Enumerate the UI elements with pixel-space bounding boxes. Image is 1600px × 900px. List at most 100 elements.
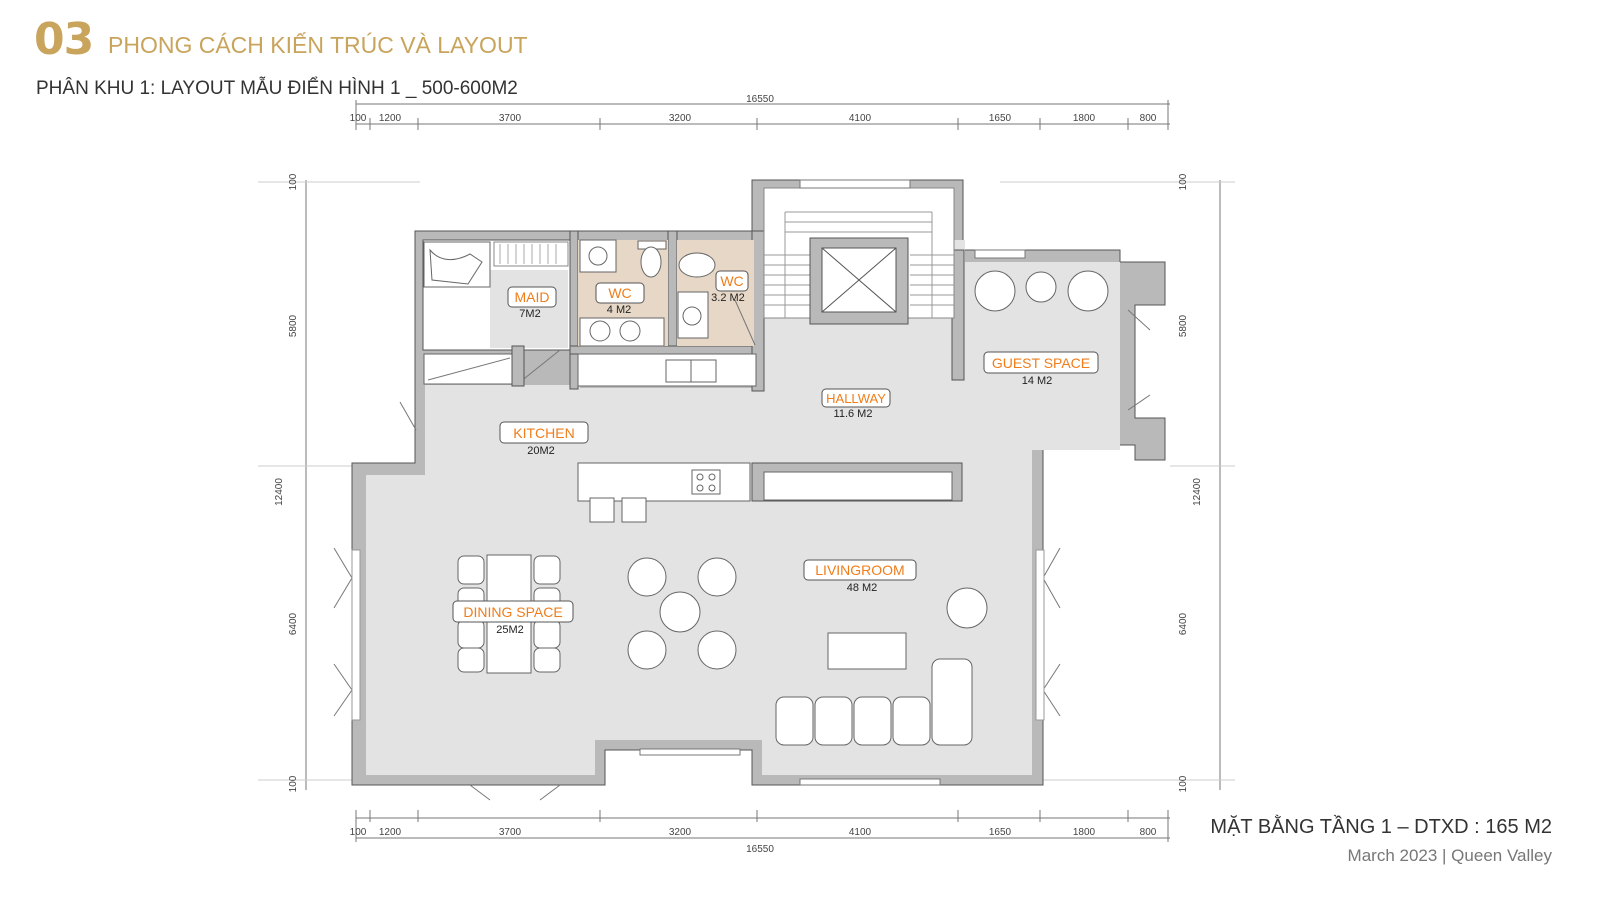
basin-icon <box>588 246 608 266</box>
coffee-table-icon <box>659 591 701 633</box>
lounge-chair-icon <box>627 630 667 670</box>
wc2-door-icon <box>734 299 756 346</box>
sofa-seat-icon <box>775 696 814 746</box>
maid-door-icon <box>519 349 561 383</box>
room-label-kitchen: KITCHEN 20M2 <box>499 421 589 457</box>
bottom-dimensions: 100 1200 3700 3200 4100 1650 1800 800 16… <box>350 810 1170 855</box>
right-dim-4: 6400 <box>1178 612 1189 635</box>
left-dim-4: 6400 <box>288 612 299 635</box>
kitchen-area: 20M2 <box>527 445 555 457</box>
section-title: PHONG CÁCH KIẾN TRÚC VÀ LAYOUT <box>108 32 528 58</box>
chair-icon <box>457 619 485 649</box>
armchair-icon <box>1067 270 1109 312</box>
side-window <box>1035 549 1045 721</box>
toilet-icon <box>640 246 662 278</box>
room-label-living: LIVINGROOM 48 M2 <box>803 559 917 594</box>
bottom-dim-4: 3200 <box>669 827 692 838</box>
top-dim-5: 4100 <box>849 113 872 124</box>
lounge-chair-icon <box>697 557 737 597</box>
sofa-chaise-icon <box>931 658 973 746</box>
living-area: 48 M2 <box>847 582 878 594</box>
bottom-total-dim: 16550 <box>746 844 774 855</box>
top-dim-2: 1200 <box>379 113 402 124</box>
room-label-hallway: HALLWAY 11.6 M2 <box>821 388 891 420</box>
coffee-table <box>827 632 907 670</box>
top-dim-4: 3200 <box>669 113 692 124</box>
rear-window <box>639 748 741 756</box>
wc2-label: WC <box>720 273 743 289</box>
bar-stool-icon <box>589 497 615 523</box>
top-total-dim: 16550 <box>746 94 774 105</box>
cooktop-icon <box>691 469 721 495</box>
side-table-icon <box>1025 271 1057 303</box>
side-window <box>351 549 361 721</box>
kitchen-island <box>577 462 751 502</box>
door-swing-icon <box>427 357 511 381</box>
maid-floor <box>490 270 568 348</box>
maid-area: 7M2 <box>519 308 540 320</box>
kitchen-label: KITCHEN <box>513 425 574 441</box>
wall-wc-bottom <box>569 345 761 355</box>
room-label-wc1: WC 4 M2 <box>595 282 645 316</box>
bottom-dim-5: 4100 <box>849 827 872 838</box>
sofa-seat-icon <box>814 696 853 746</box>
top-dim-6: 1650 <box>989 113 1012 124</box>
armchair-icon <box>946 587 988 629</box>
top-dim-3: 3700 <box>499 113 522 124</box>
right-dim-5: 100 <box>1178 775 1189 792</box>
bottom-dim-1: 100 <box>350 827 367 838</box>
dryer-icon <box>619 320 641 342</box>
guest-label: GUEST SPACE <box>992 355 1090 371</box>
left-dim-1: 100 <box>288 173 299 190</box>
dining-label: DINING SPACE <box>463 604 562 620</box>
maid-label: MAID <box>515 289 550 305</box>
sofa-seat-icon <box>892 696 931 746</box>
bottom-dim-3: 3700 <box>499 827 522 838</box>
sofa <box>775 658 973 746</box>
chair-icon <box>457 555 485 585</box>
basin-icon <box>682 306 702 326</box>
stair-treads-icon <box>764 211 954 318</box>
sofa-seat-icon <box>853 696 892 746</box>
hallway-label: HALLWAY <box>826 391 886 406</box>
bar-stool-icon <box>621 497 647 523</box>
chair-icon <box>533 555 561 585</box>
room-label-dining: DINING SPACE 25M2 <box>452 600 574 636</box>
rear-window <box>799 778 941 786</box>
maid-wardrobe <box>493 241 569 267</box>
dining-area: 25M2 <box>496 624 524 636</box>
left-dim-5: 100 <box>288 775 299 792</box>
wc2-area: 3.2 M2 <box>711 292 745 304</box>
stair-window <box>799 179 911 189</box>
room-label-wc2: WC 3.2 M2 <box>711 270 749 304</box>
plan-date: March 2023 | Queen Valley <box>1347 846 1552 865</box>
chair-icon <box>533 619 561 649</box>
lounge-chair-icon <box>697 630 737 670</box>
armchair-icon <box>974 270 1016 312</box>
wall-wc-wc <box>667 230 678 352</box>
wc1-label: WC <box>608 285 631 301</box>
top-dim-8: 800 <box>1140 113 1157 124</box>
layout-subtitle: PHÂN KHU 1: LAYOUT MẪU ĐIỂN HÌNH 1 _ 500… <box>36 78 518 99</box>
bottom-dim-7: 1800 <box>1073 827 1096 838</box>
room-label-guest: GUEST SPACE 14 M2 <box>983 351 1099 387</box>
hallway-area: 11.6 M2 <box>834 408 873 420</box>
right-dim-3: 12400 <box>1192 478 1203 506</box>
lounge-chair-icon <box>627 557 667 597</box>
room-label-maid: MAID 7M2 <box>507 286 557 320</box>
top-dim-7: 1800 <box>1073 113 1096 124</box>
guest-area: 14 M2 <box>1022 375 1053 387</box>
right-dimensions: 100 5800 12400 6400 100 <box>1000 173 1235 792</box>
plan-caption: MẶT BẰNG TẦNG 1 – DTXD : 165 M2 <box>1210 816 1552 838</box>
window-swings <box>333 309 1151 801</box>
bed-linen-icon <box>429 248 483 285</box>
left-dim-3: 12400 <box>274 478 285 506</box>
wardrobe-lines-icon <box>499 244 557 264</box>
top-dimensions: 16550 100 1200 3700 3200 4100 1650 1800 … <box>350 94 1170 130</box>
tv-cabinet <box>763 471 953 501</box>
guest-window <box>974 249 1026 259</box>
chair-icon <box>533 647 561 673</box>
washer-icon <box>589 320 611 342</box>
living-label: LIVINGROOM <box>815 562 904 578</box>
right-dim-2: 5800 <box>1178 314 1189 337</box>
